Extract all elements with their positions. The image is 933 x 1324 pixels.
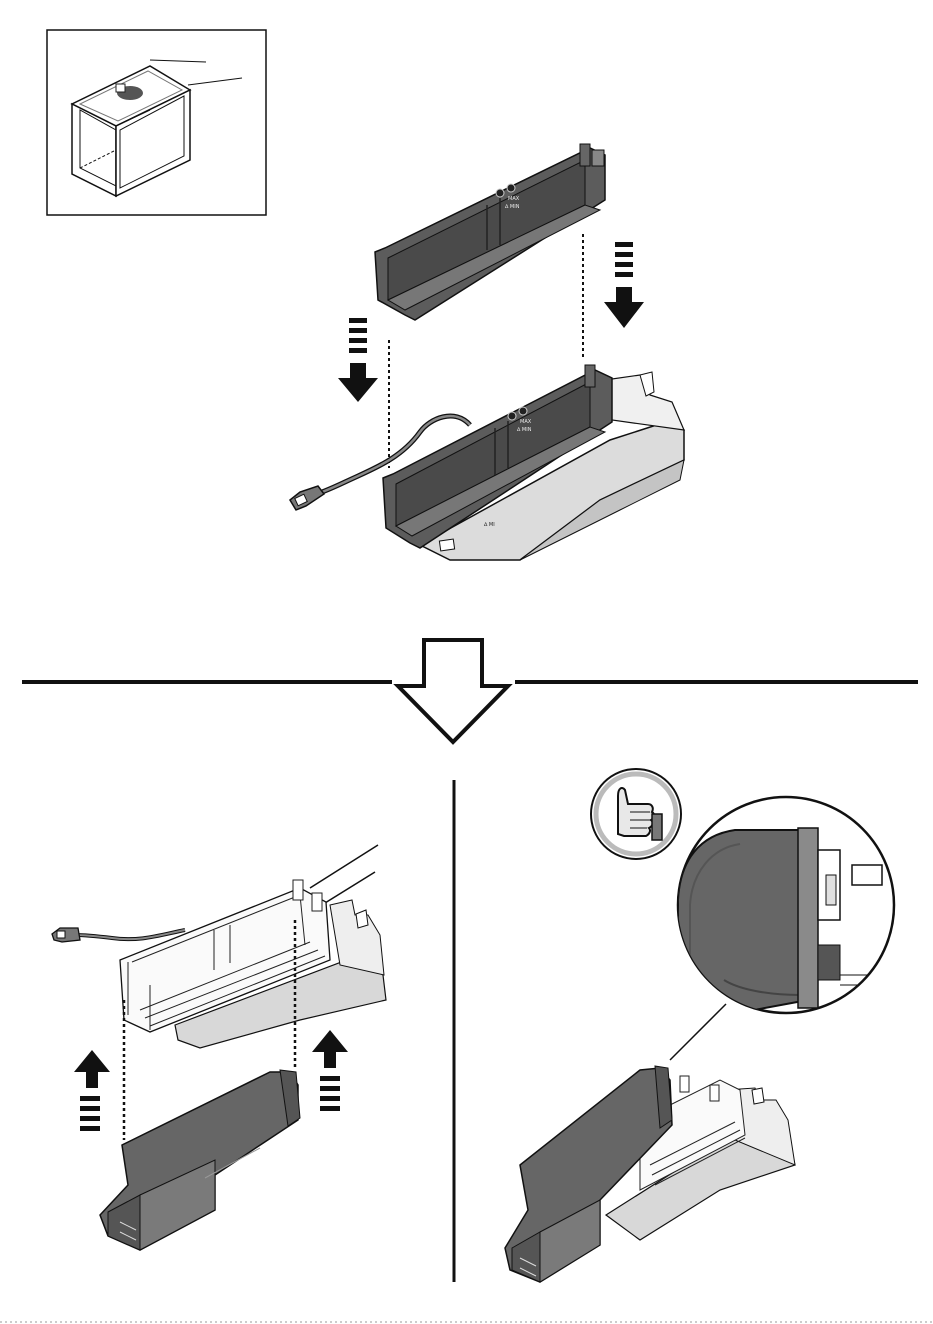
- tray-label-max: MAX: [508, 196, 520, 202]
- svg-text:∆ MIN: ∆ MIN: [516, 427, 532, 433]
- zoom-callout-icon: [670, 797, 900, 1060]
- arrow-down-icon: [338, 318, 378, 402]
- big-down-arrow-icon: [398, 640, 508, 742]
- arrow-up-icon: [312, 1030, 348, 1111]
- tray-label-min: ∆ MIN: [504, 204, 520, 210]
- arrow-down-icon: [604, 242, 644, 328]
- power-plug-icon: [290, 486, 324, 510]
- cabinet-hint-icon: [47, 30, 266, 215]
- arrow-up-icon: [74, 1050, 110, 1131]
- svg-text:∆ MI: ∆ MI: [483, 522, 495, 528]
- bottom-left-panel: [52, 845, 386, 1250]
- svg-text:MAX: MAX: [520, 419, 532, 425]
- thumbs-up-icon: [591, 769, 681, 859]
- power-plug-icon: [52, 928, 80, 942]
- assembled-unit: [505, 1066, 795, 1282]
- duct-cover: [100, 1070, 300, 1250]
- filter-tray-upper: MAX ∆ MIN: [375, 144, 605, 320]
- top-panel: MAX ∆ MIN ∆ MI: [47, 30, 684, 560]
- bottom-right-panel: [505, 769, 900, 1282]
